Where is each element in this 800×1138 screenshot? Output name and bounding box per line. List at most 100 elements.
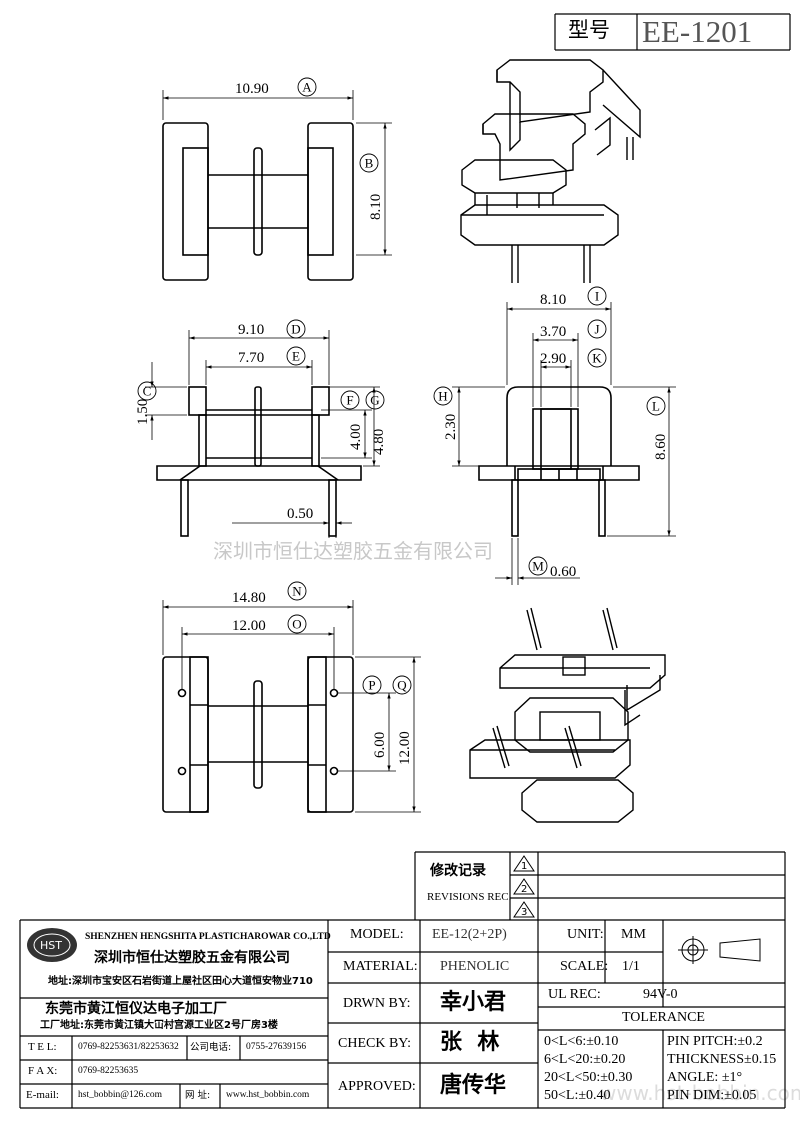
thickness: THICKNESS±0.15: [667, 1052, 777, 1067]
callout-d: D: [291, 322, 300, 337]
callout-i: I: [595, 289, 599, 304]
callout-j-circle: [587, 319, 607, 339]
company-address: 地址:深圳市宝安区石岩街道上屋社区田心大道恒安物业710: [48, 976, 313, 987]
check-value: 张 林: [440, 1030, 500, 1055]
dim-J: 3.70: [540, 324, 566, 340]
revision-marks: [513, 855, 535, 918]
dim-O: 12.00: [232, 618, 266, 634]
svg-text:HST: HST: [40, 939, 62, 952]
callout-a-circle: [297, 77, 317, 97]
callout-f-circle: [340, 390, 360, 410]
callout-o: O: [292, 617, 301, 632]
callout-b: B: [365, 156, 374, 171]
dim-C: 1.50: [135, 399, 151, 425]
dim-H: 2.30: [443, 414, 459, 440]
callout-c: C: [143, 384, 152, 399]
dim-D: 9.10: [238, 322, 264, 338]
side-view-dims: [452, 302, 676, 585]
callout-p: P: [368, 678, 375, 693]
top-view: [162, 122, 354, 281]
projection-symbol: [678, 936, 761, 964]
pin-pitch: PIN PITCH:±0.2: [667, 1034, 763, 1049]
revisions-title-en: REVISIONS REC.: [427, 891, 512, 903]
callout-l-circle: [646, 396, 666, 416]
callout-o-circle: [287, 614, 307, 634]
approved-value: 唐传华: [440, 1073, 507, 1098]
dim-E: 7.70: [238, 350, 264, 366]
model-field-label: MODEL:: [350, 927, 404, 942]
callout-g: G: [370, 393, 379, 408]
pin-dim: PIN DIM:±0.05: [667, 1088, 757, 1103]
fax-label: F A X:: [28, 1065, 58, 1077]
material-value: PHENOLIC: [440, 959, 510, 974]
callout-p-circle: [362, 675, 382, 695]
bottom-view: [162, 656, 354, 813]
tolerance-label: TOLERANCE: [622, 1010, 705, 1025]
ul-value: 94V-0: [643, 987, 678, 1002]
company-logo: HST: [27, 928, 77, 962]
watermark: 深圳市恒仕达塑胶五金有限公司: [213, 539, 493, 563]
callout-h-circle: [433, 386, 453, 406]
tel-label: T E L:: [28, 1041, 57, 1053]
dim-G: 4.80: [371, 429, 387, 455]
scale-label: SCALE:: [560, 959, 609, 974]
callout-l: L: [652, 399, 660, 414]
isometric-view-bottom: [469, 607, 666, 823]
approved-label: APPROVED:: [338, 1079, 416, 1094]
angle: ANGLE: ±1°: [667, 1070, 743, 1085]
unit-label: UNIT:: [567, 927, 604, 942]
callout-e: E: [292, 349, 300, 364]
tel-value: 0769-82253631/82253632: [78, 1042, 179, 1052]
drawn-label: DRWN BY:: [343, 996, 411, 1011]
fax-value: 0769-82253635: [78, 1066, 139, 1076]
front-view: [156, 386, 362, 537]
dim-P: 6.00: [372, 732, 388, 758]
scale-value: 1/1: [622, 959, 640, 974]
dim-K: 2.90: [540, 351, 566, 367]
phone-value: 0755-27639156: [246, 1042, 307, 1052]
material-label: MATERIAL:: [343, 959, 418, 974]
factory-name: 东莞市黄江恒仪达电子加工厂: [45, 1001, 227, 1017]
callout-h: H: [438, 389, 447, 404]
phone-label: 公司电话:: [190, 1042, 232, 1053]
tolerance-2: 6<L<20:±0.20: [544, 1052, 626, 1067]
callout-q-circle: [392, 675, 412, 695]
callout-q: Q: [397, 678, 407, 693]
svg-text:3: 3: [521, 907, 527, 918]
company-name-cn: 深圳市恒仕达塑胶五金有限公司: [94, 950, 290, 966]
dim-L: 8.60: [653, 434, 669, 460]
front-view-dims: [145, 330, 380, 538]
side-view: [478, 386, 640, 537]
model-number: EE-1201: [642, 14, 753, 49]
callout-k: K: [592, 351, 602, 366]
company-name-en: SHENZHEN HENGSHITA PLASTICHAROWAR CO.,LT…: [85, 932, 331, 942]
dim-pin: 0.50: [287, 506, 313, 522]
dim-I: 8.10: [540, 292, 566, 308]
model-field-value: EE-12(2+2P): [432, 927, 507, 942]
callout-n: N: [292, 584, 302, 599]
revision-numbers: 1 2 3: [521, 861, 527, 918]
dim-B: 8.10: [368, 194, 384, 220]
dim-Q: 12.00: [397, 731, 413, 765]
callout-i-circle: [587, 286, 607, 306]
callout-a: A: [302, 80, 312, 95]
top-view-dims: [162, 90, 392, 256]
dimension-labels: 10.90 8.10 9.10 7.70 1.50 4.00 4.80 0.50…: [135, 81, 669, 765]
callout-m: M: [532, 559, 544, 574]
web-value: www.hst_bobbin.com: [226, 1090, 310, 1100]
check-label: CHECK BY:: [338, 1036, 412, 1051]
callout-n-circle: [287, 581, 307, 601]
web-label: 网 址:: [185, 1090, 211, 1101]
callout-k-circle: [587, 348, 607, 368]
callout-e-circle: [286, 346, 306, 366]
ul-label: UL REC:: [548, 987, 601, 1002]
callout-g-circle: [365, 390, 385, 410]
dim-M: 0.60: [550, 564, 576, 580]
unit-value: MM: [621, 927, 646, 942]
tolerance-4: 50<L:±0.40: [544, 1088, 611, 1103]
email-label: E-mail:: [26, 1089, 59, 1101]
drawn-value: 幸小君: [440, 990, 507, 1015]
tolerance-3: 20<L<50:±0.30: [544, 1070, 633, 1085]
